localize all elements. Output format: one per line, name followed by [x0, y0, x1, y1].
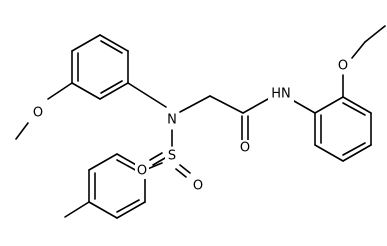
- svg-text:O: O: [240, 141, 250, 156]
- svg-text:S: S: [168, 149, 176, 164]
- atom-labels: O N S O O O HN O: [31, 58, 350, 194]
- o-carbonyl-label: O: [238, 140, 252, 156]
- tolyl-methyl: [64, 201, 90, 218]
- s-sulfonyl-label: S: [165, 148, 179, 164]
- methoxyphenyl-ring: [71, 34, 129, 100]
- o-methoxy-label: O: [31, 105, 45, 121]
- sulfonyl-oxygens: [149, 152, 191, 178]
- bonds: [15, 25, 386, 219]
- n-sulfonamide-label: N: [165, 112, 179, 128]
- svg-text:O: O: [137, 164, 147, 179]
- svg-text:O: O: [338, 59, 348, 74]
- svg-text:HN: HN: [271, 87, 291, 102]
- o-ethoxy-label: O: [336, 58, 350, 74]
- ethoxy-group: [342, 25, 386, 98]
- o-sulfonyl-right-label: O: [191, 178, 205, 194]
- o-sulfonyl-left-label: O: [135, 163, 149, 179]
- svg-text:O: O: [33, 106, 43, 121]
- acetamide-chain: [179, 95, 269, 141]
- svg-text:O: O: [193, 179, 203, 194]
- nh-amide-label: HN: [268, 86, 294, 102]
- methoxy-group: [15, 82, 73, 140]
- svg-text:N: N: [167, 113, 177, 128]
- ethoxyphenyl-ring: [314, 96, 372, 162]
